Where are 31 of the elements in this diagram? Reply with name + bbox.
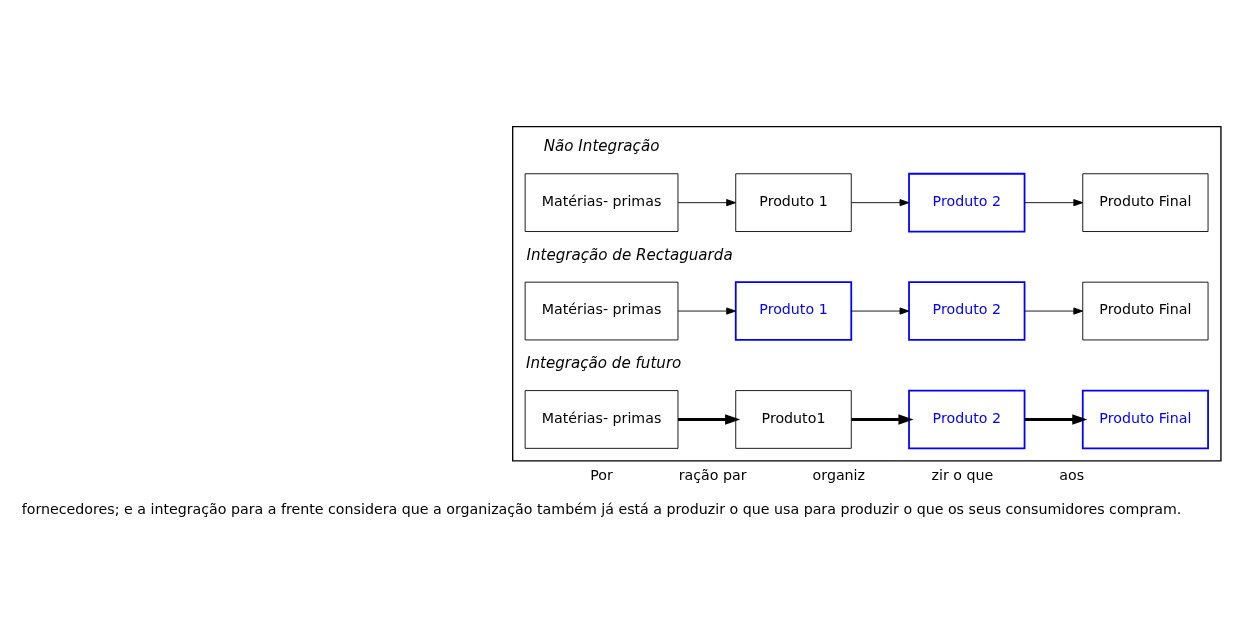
arrow [677,198,736,206]
arrow [677,307,736,315]
label: zir o que [931,466,994,483]
label: fornecedores; e a integração para a frente considera que a organização também já está a produzir o que usa para produzir o que os seus consumidores compram. [21,500,1182,517]
label: organiz [812,466,866,483]
node-box: Produto1 [735,389,852,449]
node-box: Produto Final [1081,389,1209,449]
label: aos [1059,466,1085,483]
arrow [1024,198,1084,206]
node-box: Matérias- primas [524,389,679,449]
arrow [678,413,741,425]
arrow [850,307,910,315]
node-text: Integração de Rectaguarda [526,245,733,264]
node-box: Produto 2 [908,172,1026,232]
node-box: Produto 1 [734,280,853,341]
node-box: Produto Final [1082,281,1209,340]
arrow [850,198,910,206]
label: ração par [678,466,747,483]
cluster [512,125,1222,461]
node-box: Matérias- primas [524,281,679,340]
node-box: Matérias- primas [524,172,679,232]
node-box: Produto Final [1082,172,1209,232]
node-text: Não Integração [543,136,660,155]
node-box: Produto 2 [908,389,1026,449]
arrow [851,413,914,425]
label: Por [590,466,613,483]
node-box: Produto 2 [908,280,1026,341]
arrow [1024,307,1084,315]
node-text: Integração de futuro [526,353,682,372]
arrow [1024,413,1088,425]
node-box: Produto 1 [735,172,852,232]
